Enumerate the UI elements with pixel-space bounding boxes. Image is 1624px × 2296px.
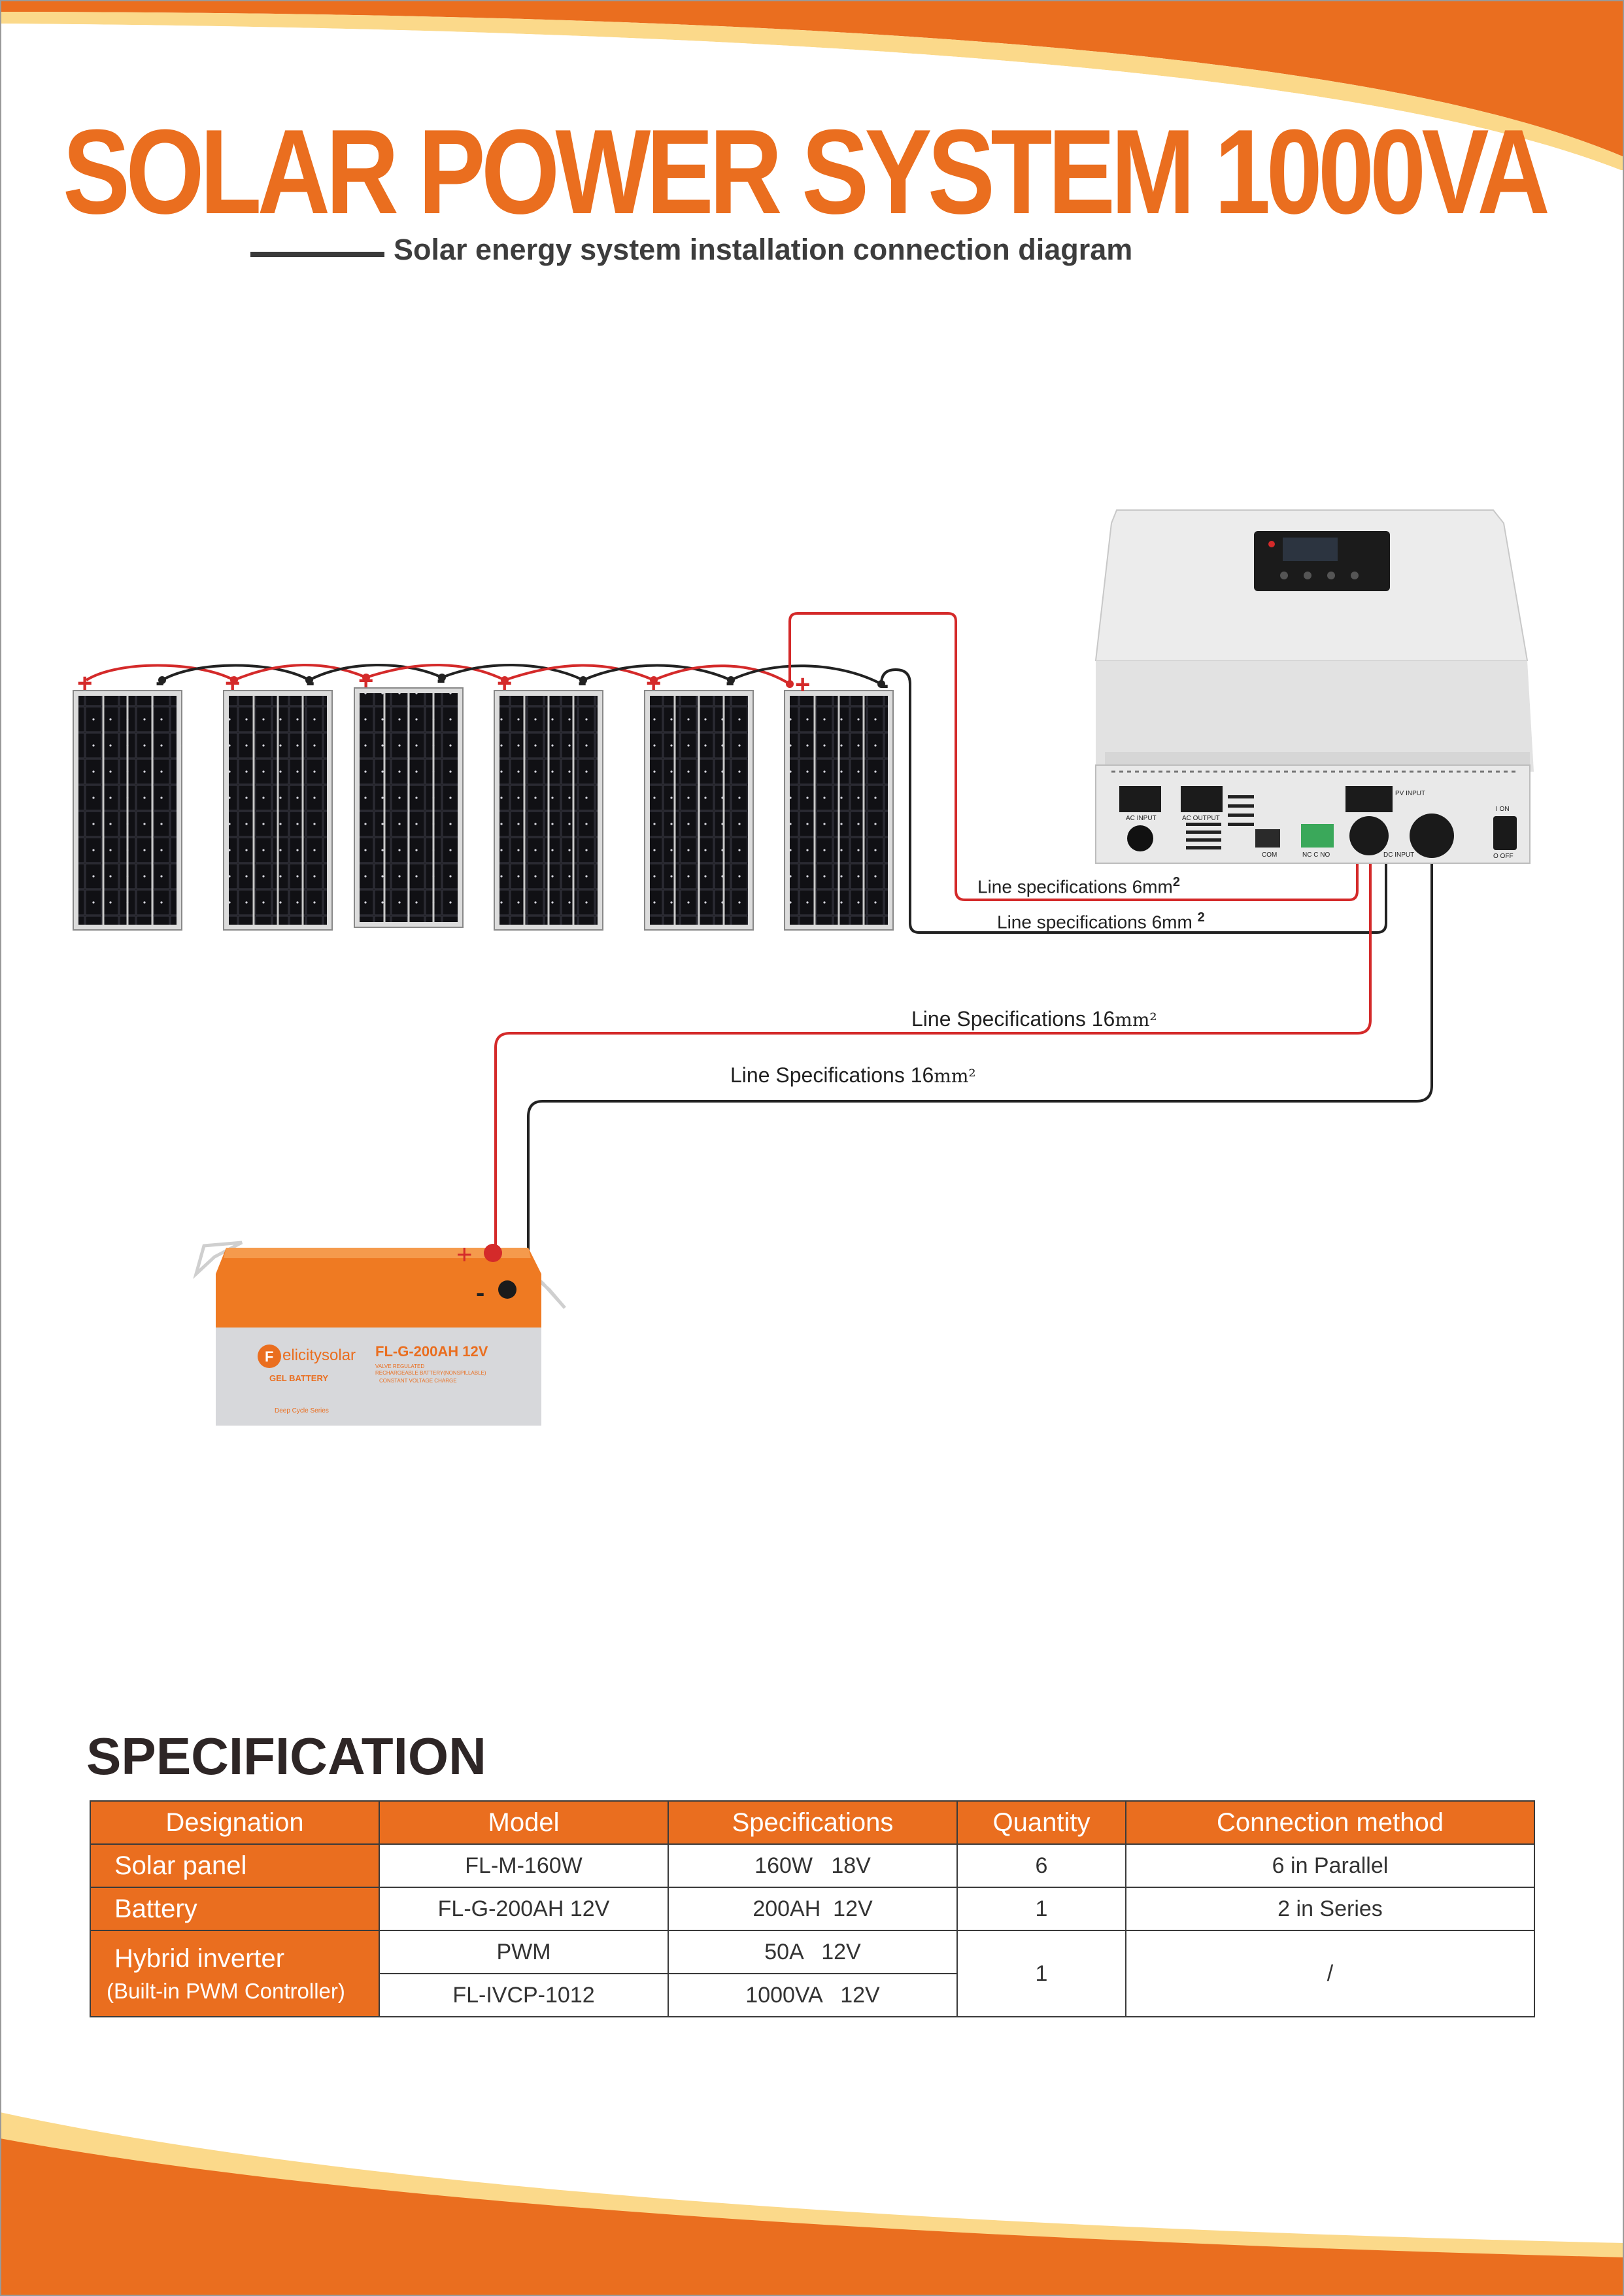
panel-polarity-marks: + - + - + - + - + - + -	[77, 665, 888, 699]
battery-minus-mark: -	[476, 1278, 484, 1307]
pv-negative-wire-text: Line specifications 6mm	[997, 912, 1193, 933]
table-row: Solar panel FL-M-160W 160W 18V 6 6 in Pa…	[90, 1843, 1535, 1888]
connection-cell: 2 in Series	[1125, 1887, 1535, 1931]
quantity-cell: 1	[956, 1930, 1126, 2017]
battery-type: GEL BATTERY	[269, 1373, 328, 1383]
com-label: COM	[1262, 851, 1277, 859]
column-header: Connection method	[1125, 1800, 1535, 1845]
solar-panel-2	[223, 690, 333, 931]
spec-cell: 50A 12V	[668, 1930, 958, 1974]
designation-cell: Hybrid inverter (Built-in PWM Controller…	[90, 1930, 380, 2017]
solar-panel-4	[494, 690, 603, 931]
panel-interconnect-wires	[85, 663, 882, 685]
pv-input-label: PV INPUT	[1395, 790, 1425, 797]
pv-negative-cable	[880, 668, 1387, 934]
quantity-cell: 6	[956, 1843, 1126, 1888]
quantity-cell: 1	[956, 1887, 1126, 1931]
table-row: Battery FL-G-200AH 12V 200AH 12V 1 2 in …	[90, 1887, 1535, 1931]
battery-positive-wire-label: Line Specifications 16mm²	[911, 1007, 1157, 1031]
battery-plus-mark: +	[456, 1239, 473, 1269]
pv-positive-wire-text: Line specifications 6mm	[977, 876, 1173, 897]
inverter-display-panel	[1254, 531, 1390, 591]
gel-battery	[193, 1241, 566, 1426]
model-cell: FL-IVCP-1012	[379, 1973, 669, 2017]
battery-negative-wire-unit: mm²	[934, 1065, 976, 1087]
page-subtitle: Solar energy system installation connect…	[394, 233, 1133, 266]
nc-c-no-label: NC C NO	[1302, 851, 1330, 859]
battery-model: FL-G-200AH 12V	[375, 1343, 488, 1360]
designation-sub: (Built-in PWM Controller)	[107, 1978, 345, 2003]
terminal-dots	[158, 674, 885, 688]
spec-cell: 1000VA 12V	[668, 1973, 958, 2017]
plus-mark: +	[795, 670, 810, 699]
battery-label-text: F elicitysolar FL-G-200AH 12V GEL BATTER…	[265, 1239, 488, 1414]
ac-input-label: AC INPUT	[1126, 815, 1157, 822]
table-header-row: Designation Model Specifications Quantit…	[90, 1800, 1535, 1845]
inverter-port-labels: AC INPUT AC OUTPUT COM NC C NO PV INPUT …	[1126, 790, 1514, 860]
connection-cell: 6 in Parallel	[1125, 1843, 1535, 1888]
hybrid-inverter	[1094, 509, 1534, 864]
pv-positive-wire-label: Line specifications 6mm2	[977, 875, 1180, 897]
battery-brand-initial: F	[265, 1348, 273, 1365]
solar-panel-6	[784, 690, 894, 931]
battery-negative-wire-text: Line Specifications 16	[730, 1063, 934, 1087]
battery-positive-wire-unit: mm²	[1115, 1009, 1157, 1031]
battery-series: Deep Cycle Series	[275, 1407, 329, 1414]
column-header: Quantity	[956, 1800, 1126, 1845]
battery-brand: elicitysolar	[282, 1346, 356, 1364]
spec-cell: 160W 18V	[668, 1843, 958, 1888]
battery-line-3: CONSTANT VOLTAGE CHARGE	[379, 1378, 457, 1384]
model-cell: FL-G-200AH 12V	[379, 1887, 669, 1931]
plus-mark: +	[358, 666, 373, 695]
column-header: Designation	[90, 1800, 380, 1845]
battery-line-1: VALVE REGULATED	[375, 1363, 424, 1369]
specification-heading: SPECIFICATION	[86, 1727, 486, 1785]
pv-positive-wire-sup: 2	[1172, 875, 1180, 889]
plus-mark: +	[646, 669, 661, 698]
off-label: O OFF	[1493, 853, 1514, 860]
page-title: SOLAR POWER SYSTEM 1000VA	[63, 104, 1550, 239]
dc-input-label: DC INPUT	[1383, 851, 1414, 859]
plus-mark: +	[77, 669, 92, 698]
minus-mark: -	[306, 668, 314, 696]
battery-positive-wire-text: Line Specifications 16	[911, 1007, 1115, 1031]
minus-mark: -	[437, 665, 445, 694]
solar-panel-5	[644, 690, 754, 931]
battery-negative-wire-label: Line Specifications 16mm²	[730, 1063, 976, 1088]
pv-positive-cable	[788, 612, 1359, 901]
designation-main: Hybrid inverter	[114, 1944, 285, 1973]
designation-cell: Battery	[90, 1887, 380, 1931]
minus-mark: -	[156, 668, 164, 696]
model-cell: PWM	[379, 1930, 669, 1974]
table-row: FL-IVCP-1012 1000VA 12V	[90, 1973, 1534, 2017]
pv-negative-wire-label: Line specifications 6mm 2	[997, 910, 1205, 933]
table-row: Hybrid inverter (Built-in PWM Controller…	[90, 1930, 1535, 2017]
connection-diagram: + - + - + - + - + - + -	[73, 509, 1534, 1426]
battery-positive-cable	[494, 844, 1372, 1252]
model-cell: FL-M-160W	[379, 1843, 669, 1888]
plus-mark: +	[497, 669, 512, 698]
minus-mark: -	[726, 668, 734, 696]
on-label: I ON	[1496, 806, 1510, 813]
column-header: Specifications	[668, 1800, 958, 1845]
designation-cell: Solar panel	[90, 1843, 380, 1888]
solar-panel-3	[354, 687, 464, 928]
minus-mark: -	[578, 668, 586, 696]
specification-table: Designation Model Specifications Quantit…	[90, 1800, 1535, 2017]
spec-cell: 200AH 12V	[668, 1887, 958, 1931]
connection-cell: /	[1125, 1930, 1535, 2017]
plus-mark: +	[225, 669, 240, 698]
pv-negative-wire-sup: 2	[1197, 910, 1205, 925]
solar-panel-1	[73, 690, 182, 931]
subtitle-rule	[250, 252, 384, 257]
column-header: Model	[379, 1800, 669, 1845]
ac-output-label: AC OUTPUT	[1182, 815, 1220, 822]
top-wave-decoration	[0, 0, 1624, 170]
bottom-wave-decoration	[0, 2112, 1624, 2296]
battery-line-2: RECHARGEABLE BATTERY(NONSPILLABLE)	[375, 1370, 486, 1376]
